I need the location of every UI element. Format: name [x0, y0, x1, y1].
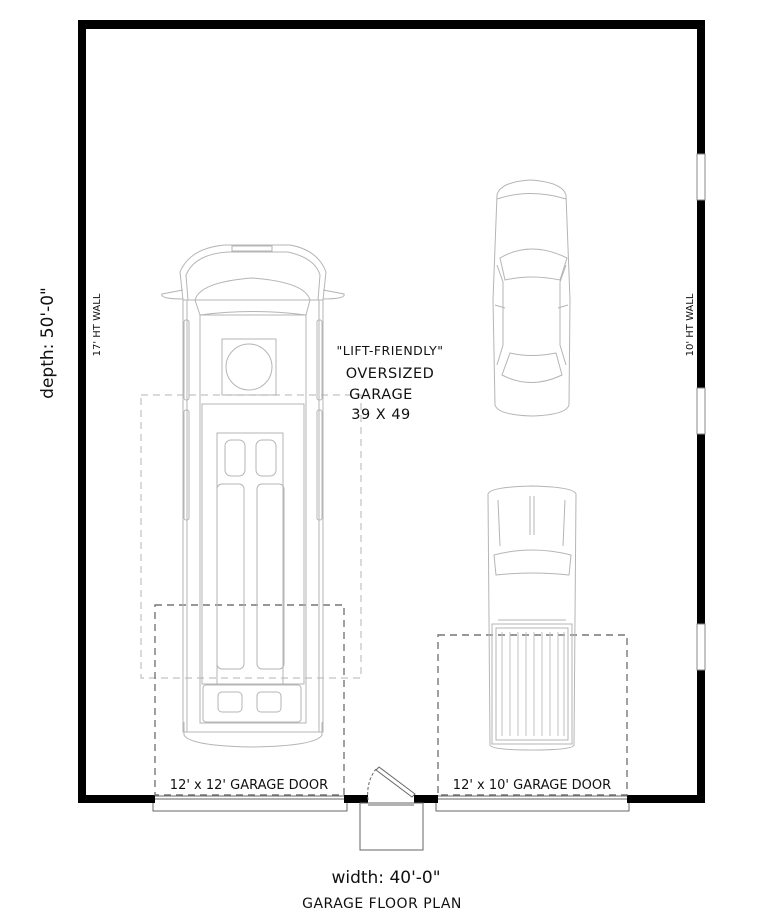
note-dimensions: 39 X 49: [351, 407, 411, 423]
left-wall-height-label: 17' HT WALL: [92, 293, 103, 356]
lift-outline: [140, 394, 362, 679]
center-note: "LIFT-FRIENDLY" OVERSIZED GARAGE 39 X 49: [337, 343, 444, 423]
garage-door-1-label: 12' x 12' GARAGE DOOR: [170, 778, 328, 793]
window: [696, 153, 706, 201]
width-dimension: width: 40'-0": [331, 868, 440, 888]
plan-title: GARAGE FLOOR PLAN: [302, 896, 462, 912]
garage-door-2-swing: [437, 634, 628, 796]
rv-motorhome-icon: [161, 244, 345, 748]
right-wall-height-label: 10' HT WALL: [685, 293, 696, 356]
depth-dimension: depth: 50'-0": [38, 287, 58, 399]
window: [696, 387, 706, 435]
garage-door-2: [435, 795, 630, 812]
garage-door-1-swing: [154, 604, 345, 796]
garage-door-1: [152, 795, 348, 812]
sedan-icon: [492, 179, 571, 417]
note-lift-friendly: "LIFT-FRIENDLY": [337, 343, 444, 358]
entry-door: [359, 766, 424, 851]
garage-door-2-label: 12' x 10' GARAGE DOOR: [453, 778, 611, 793]
note-garage: GARAGE: [349, 387, 413, 403]
right-wall-windows: [696, 153, 706, 671]
note-oversized: OVERSIZED: [346, 366, 435, 382]
entry-stoop: [359, 802, 424, 851]
window: [696, 623, 706, 671]
pickup-truck-icon: [487, 485, 577, 751]
